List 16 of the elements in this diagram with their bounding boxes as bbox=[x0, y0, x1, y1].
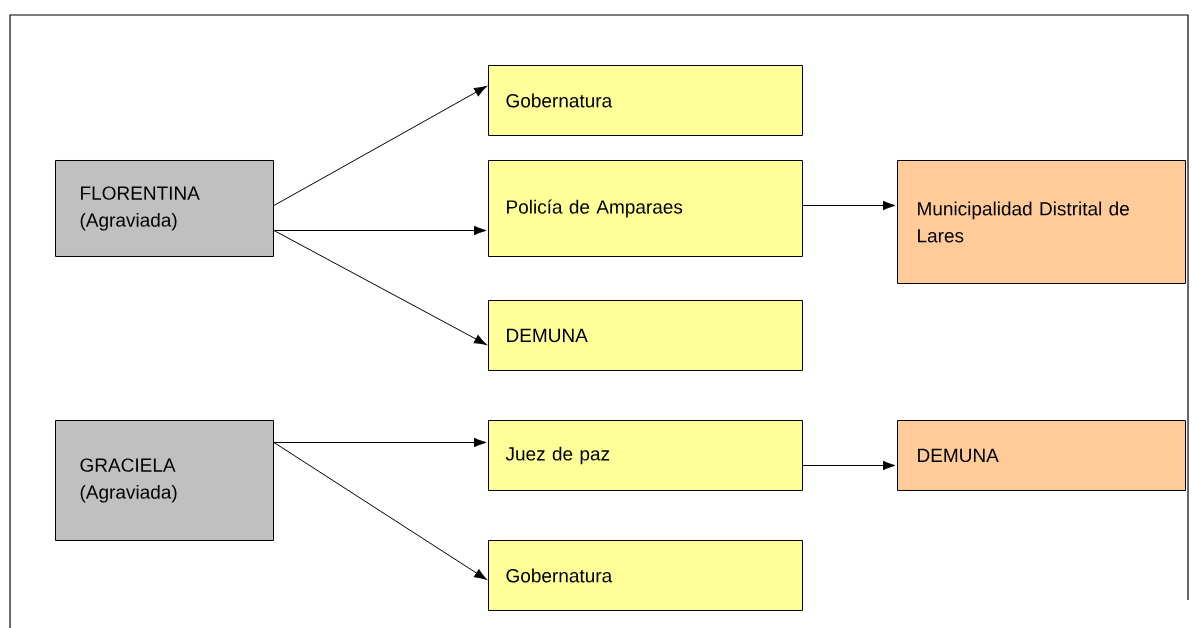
box: Juez de paz bbox=[488, 420, 803, 491]
box: DEMUNA bbox=[897, 420, 1186, 491]
box: Gobernatura bbox=[488, 540, 803, 611]
arrow bbox=[802, 460, 896, 471]
arrow bbox=[273, 442, 487, 580]
arrow bbox=[273, 225, 487, 236]
box: Municipalidad Distrital de Lares bbox=[897, 160, 1186, 284]
box: FLORENTINA (Agraviada) bbox=[55, 160, 274, 257]
arrow bbox=[273, 437, 487, 448]
arrow bbox=[802, 200, 896, 211]
arrow bbox=[273, 86, 487, 206]
arrow bbox=[273, 230, 487, 345]
box: DEMUNA bbox=[488, 300, 803, 371]
box: Policía de Amparaes bbox=[488, 160, 803, 257]
box: GRACIELA (Agraviada) bbox=[55, 420, 274, 541]
box: Gobernatura bbox=[488, 65, 803, 136]
